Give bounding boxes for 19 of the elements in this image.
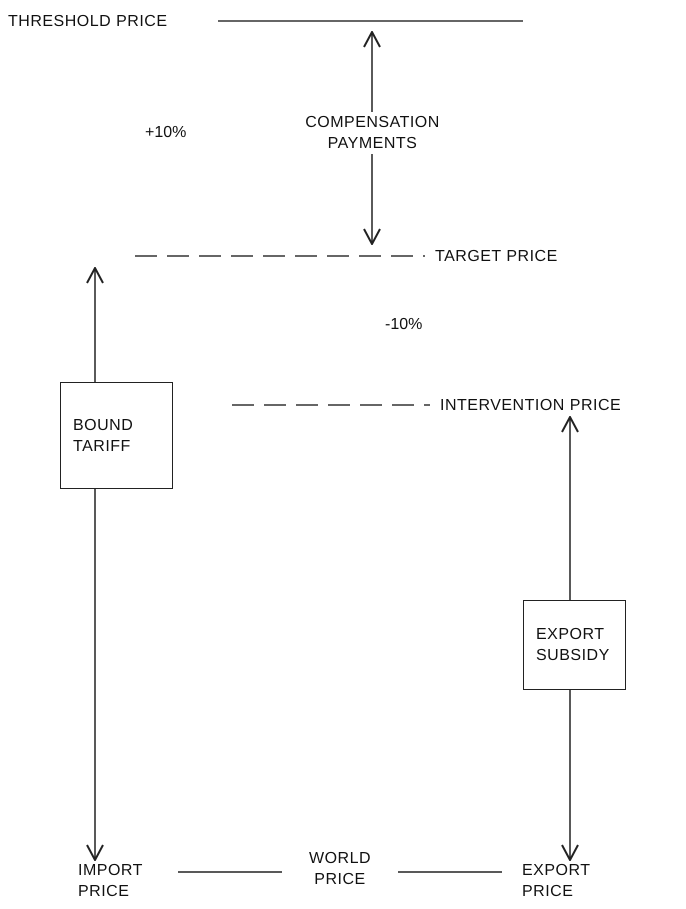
percent-note: -10% [385, 316, 422, 334]
arrow [86, 267, 104, 382]
arrow [561, 690, 579, 861]
arrow [363, 154, 381, 245]
price-label: EXPORT PRICE [522, 861, 592, 902]
price-label: COMPENSATION PAYMENTS [304, 113, 441, 154]
price-label: IMPORT PRICE [78, 861, 144, 902]
price-label: INTERVENTION PRICE [440, 396, 622, 416]
label-box: BOUND TARIFF [60, 382, 173, 489]
label-box: EXPORT SUBSIDY [523, 600, 626, 690]
connector-line [178, 871, 282, 873]
arrow [86, 489, 104, 861]
arrow [561, 416, 579, 600]
percent-note: +10% [145, 124, 186, 142]
price-label: WORLD PRICE [308, 849, 372, 890]
price-label: THRESHOLD PRICE [8, 12, 168, 32]
connector-line [398, 871, 502, 873]
arrow [363, 31, 381, 112]
price-label: TARGET PRICE [435, 246, 558, 266]
